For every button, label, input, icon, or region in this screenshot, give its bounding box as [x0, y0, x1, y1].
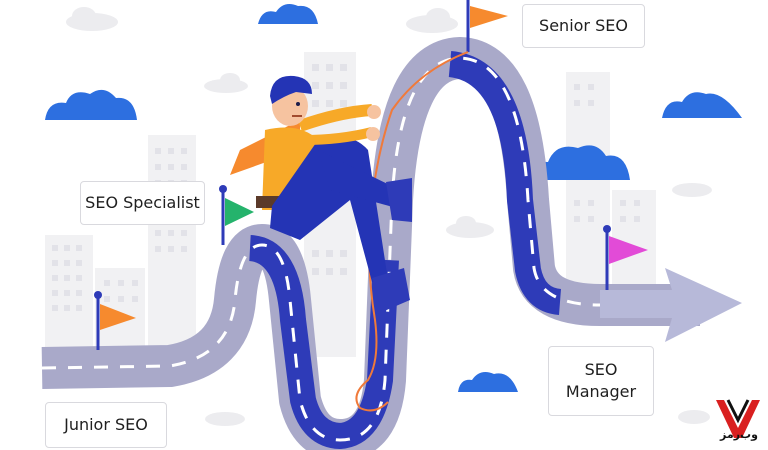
flag-icon: [94, 291, 136, 350]
building-windows: [52, 64, 640, 311]
senior-seo-label: Senior SEO: [522, 4, 645, 48]
winding-road: [41, 37, 700, 450]
cloud-icon: [45, 4, 742, 392]
seo-manager-text-line1: SEO: [584, 360, 618, 379]
flag-icon: [219, 185, 254, 245]
seo-manager-text-line2: Manager: [565, 382, 637, 401]
junior-seo-label: Junior SEO: [45, 402, 167, 448]
gray-clouds: [66, 7, 712, 426]
brand-logo-text: وب‌رمز: [720, 428, 758, 441]
brand-logo: وب‌رمز: [714, 394, 764, 446]
seo-specialist-label: SEO Specialist: [80, 181, 205, 225]
arrow-icon: [600, 268, 742, 342]
flag-icon: [603, 225, 648, 290]
flag-icon: [466, 0, 508, 52]
junior-seo-text: Junior SEO: [64, 415, 148, 434]
climber-icon: [230, 75, 412, 312]
rope-icon: [355, 51, 469, 412]
seo-manager-label: SEO Manager: [548, 346, 654, 416]
seo-specialist-text: SEO Specialist: [85, 193, 200, 212]
logo-icon: [716, 399, 760, 438]
senior-seo-text: Senior SEO: [539, 16, 628, 35]
